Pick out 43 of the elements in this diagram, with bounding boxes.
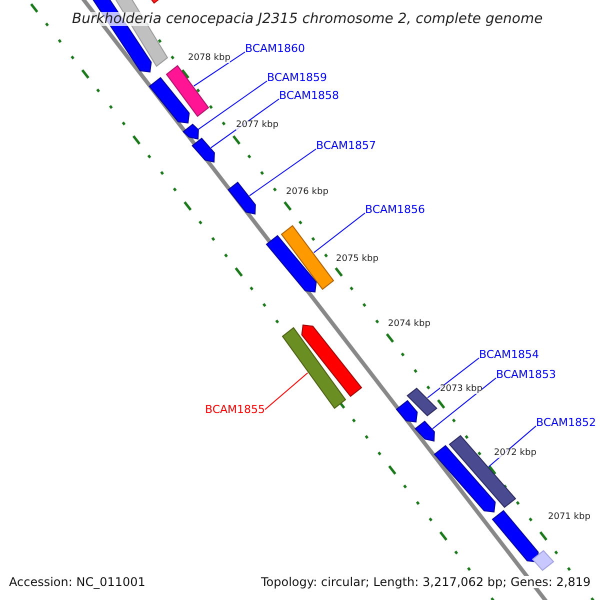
gene-label: BCAM1852 — [536, 417, 596, 428]
gene-label: BCAM1858 — [279, 90, 340, 101]
gene-feature — [396, 400, 418, 423]
gene-feature — [280, 225, 334, 290]
gene-feature — [148, 77, 190, 124]
scale-label: 2076 kbp — [286, 188, 328, 197]
scale-label: 2073 kbp — [440, 385, 482, 394]
gene-label: BCAM1859 — [267, 72, 328, 83]
scale-label: 2078 kbp — [188, 54, 230, 63]
gene-feature — [228, 182, 256, 215]
gene-label: BCAM1854 — [479, 349, 540, 360]
footer-text: Topology: circular; Length: 3,217,062 bp; Genes: 2,819 — [261, 576, 591, 588]
gene-feature — [166, 64, 210, 118]
gene-label: BCAM1860 — [245, 43, 306, 54]
gene-feature — [192, 138, 215, 163]
scale-label: 2072 kbp — [494, 449, 536, 458]
scale-label: 2077 kbp — [236, 121, 278, 130]
gene-feature — [266, 235, 317, 293]
scale-label: 2071 kbp — [548, 513, 590, 522]
leader-line — [198, 80, 268, 130]
leader-line — [264, 372, 308, 410]
gene-label: BCAM1857 — [316, 140, 376, 151]
map-title: Burkholderia cenocepacia J2315 chromosome 2, complete genome — [72, 12, 543, 26]
gene-feature — [301, 324, 362, 397]
leader-line — [249, 148, 316, 196]
scale-label: 2074 kbp — [388, 320, 430, 329]
leader-line — [193, 52, 246, 87]
footer-text: Accession: NC_011001 — [9, 576, 146, 588]
gene-feature — [182, 124, 199, 140]
gene-label: BCAM1853 — [496, 369, 556, 380]
gene-feature — [414, 420, 435, 442]
gene-feature — [448, 435, 516, 508]
gene-feature — [492, 510, 539, 563]
leader-line — [427, 358, 480, 398]
scale-label: 2075 kbp — [336, 255, 378, 264]
gene-feature — [434, 445, 496, 513]
leader-line — [313, 212, 366, 254]
gene-label: BCAM1855 — [205, 404, 266, 415]
leader-line — [432, 378, 496, 430]
gene-feature — [282, 326, 346, 410]
gene-feature — [532, 550, 554, 571]
gene-label: BCAM1856 — [365, 204, 426, 215]
gene-feature — [406, 388, 438, 416]
